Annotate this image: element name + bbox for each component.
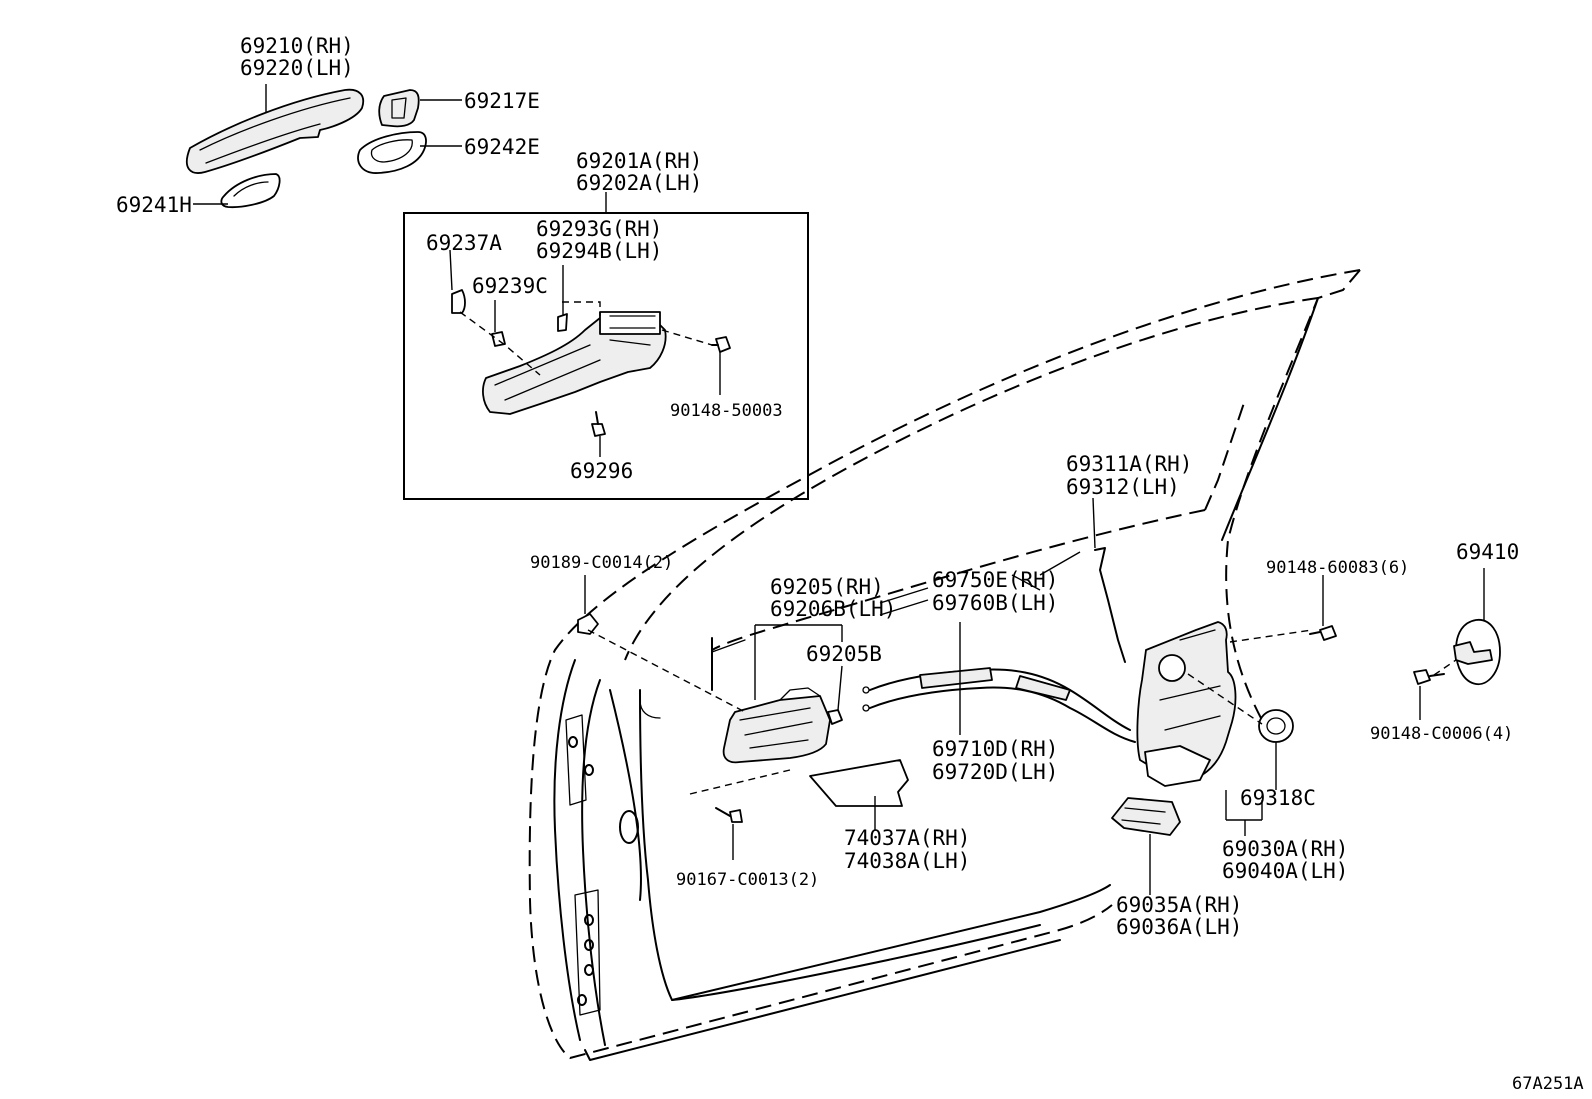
leader-lines bbox=[193, 84, 1485, 895]
label-74038a: 74038A(LH) bbox=[844, 849, 970, 873]
label-90148-c0006: 90148-C0006(4) bbox=[1370, 724, 1513, 744]
label-69294b: 69294B(LH) bbox=[536, 239, 662, 263]
front-door-panel bbox=[528, 269, 1361, 1061]
label-69760b: 69760B(LH) bbox=[932, 591, 1058, 615]
handle-cap-69217e bbox=[378, 89, 420, 128]
label-69296: 69296 bbox=[570, 459, 633, 483]
lock-cover bbox=[1111, 797, 1181, 836]
inner-handle bbox=[722, 687, 831, 764]
pin-69205b bbox=[827, 709, 843, 725]
label-69220: 69220(LH) bbox=[240, 56, 354, 80]
label-69201a: 69201A(RH) bbox=[576, 149, 702, 173]
clip-90189 bbox=[577, 613, 599, 635]
label-69720d: 69720D(LH) bbox=[932, 760, 1058, 784]
assembly-lines bbox=[587, 629, 1457, 795]
cable-assembly bbox=[862, 667, 1136, 743]
label-69312: 69312(LH) bbox=[1066, 475, 1180, 499]
label-69710d: 69710D(RH) bbox=[932, 737, 1058, 761]
outer-handle bbox=[185, 88, 365, 174]
label-69202a: 69202A(LH) bbox=[576, 171, 702, 195]
label-69040a: 69040A(LH) bbox=[1222, 859, 1348, 883]
label-69206b: 69206B(LH) bbox=[770, 597, 896, 621]
door-pad bbox=[809, 759, 909, 807]
lock-rod bbox=[1094, 547, 1126, 663]
label-90148-50003: 90148-50003 bbox=[670, 401, 783, 421]
label-90167: 90167-C0013(2) bbox=[676, 870, 819, 890]
label-69242e: 69242E bbox=[464, 135, 540, 159]
screw-90148-60083 bbox=[1309, 625, 1337, 641]
label-69217e: 69217E bbox=[464, 89, 540, 113]
handle-pad-69241h bbox=[220, 173, 281, 209]
label-69750e: 69750E(RH) bbox=[932, 568, 1058, 592]
label-69237a: 69237A bbox=[426, 231, 502, 255]
label-69410: 69410 bbox=[1456, 540, 1519, 564]
label-69318c: 69318C bbox=[1240, 786, 1316, 810]
handle-pad-69242e bbox=[357, 131, 427, 174]
screw-90148-c0006 bbox=[1413, 669, 1445, 685]
screw-90167 bbox=[715, 807, 743, 823]
label-69311a: 69311A(RH) bbox=[1066, 452, 1192, 476]
label-69241h: 69241H bbox=[116, 193, 192, 217]
label-69210: 69210(RH) bbox=[240, 34, 354, 58]
part-labels: 69210(RH) 69220(LH) 69217E 69242E 69241H… bbox=[116, 34, 1584, 1094]
label-69030a: 69030A(RH) bbox=[1222, 837, 1348, 861]
diagram-code: 67A251A bbox=[1512, 1074, 1584, 1094]
label-69035a: 69035A(RH) bbox=[1116, 893, 1242, 917]
label-90189: 90189-C0014(2) bbox=[530, 553, 673, 573]
label-69205b: 69205B bbox=[806, 642, 882, 666]
label-74037a: 74037A(RH) bbox=[844, 826, 970, 850]
door-striker bbox=[1453, 619, 1501, 685]
label-69239c: 69239C bbox=[472, 274, 548, 298]
label-69205: 69205(RH) bbox=[770, 575, 884, 599]
grommet-69318c bbox=[1258, 709, 1294, 743]
door-lock bbox=[1136, 621, 1237, 787]
label-69036a: 69036A(LH) bbox=[1116, 915, 1242, 939]
label-90148-60083: 90148-60083(6) bbox=[1266, 558, 1409, 578]
label-69293g: 69293G(RH) bbox=[536, 217, 662, 241]
